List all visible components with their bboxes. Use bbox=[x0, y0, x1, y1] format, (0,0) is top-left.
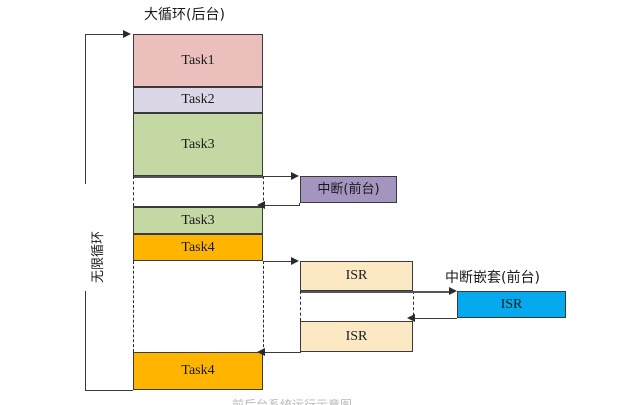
background-loop-title: 大循环(后台) bbox=[144, 7, 225, 23]
task-block-task4-first: Task4 bbox=[133, 234, 263, 261]
preempt-gap1-left-dash bbox=[133, 176, 134, 206]
nested-isr-block: ISR bbox=[457, 291, 566, 318]
nested-interrupt-title: 中断嵌套(前台) bbox=[445, 270, 540, 286]
isr-block-second: ISR bbox=[300, 321, 413, 352]
preempt-gap2-right-dash bbox=[263, 261, 264, 352]
preempt-gap1-right-dash bbox=[263, 176, 264, 206]
connector-from-isr2-arrowhead-icon bbox=[257, 347, 265, 356]
connector-to-nested-isr bbox=[413, 291, 451, 293]
isr-gap-right-dash bbox=[413, 291, 414, 321]
connector-from-isr2 bbox=[265, 352, 301, 353]
isr-block-first: ISR bbox=[300, 261, 413, 291]
interrupt-block: 中断(前台) bbox=[300, 176, 397, 203]
loop-bracket-left-upper bbox=[85, 34, 86, 184]
preempt-gap1-top-rule bbox=[133, 176, 263, 178]
task-block-task1: Task1 bbox=[133, 34, 263, 87]
connector-to-nested-isr-arrowhead-icon bbox=[449, 286, 457, 295]
connector-from-interrupt-arrowhead-icon bbox=[257, 200, 265, 209]
isr-gap-left-dash bbox=[300, 291, 301, 321]
connector-from-nested-isr bbox=[415, 318, 457, 319]
bottom-caption: 前后台系统运行示意图 bbox=[232, 399, 352, 405]
loop-bracket-top bbox=[85, 34, 126, 35]
connector-to-interrupt bbox=[263, 176, 292, 177]
connector-from-nested-isr-arrowhead-icon bbox=[407, 313, 415, 322]
loop-bracket-left-lower bbox=[85, 291, 86, 391]
task-block-task3-second: Task3 bbox=[133, 207, 263, 234]
task-block-task3-first: Task3 bbox=[133, 113, 263, 176]
connector-from-interrupt bbox=[265, 205, 300, 206]
task-block-task4-second: Task4 bbox=[133, 352, 263, 390]
connector-to-interrupt-arrowhead-icon bbox=[291, 171, 299, 180]
preempt-gap2-left-dash bbox=[133, 261, 134, 352]
infinite-loop-label: 无限循环 bbox=[91, 230, 106, 283]
connector-from-interrupt-stub bbox=[299, 203, 300, 206]
task-block-task2: Task2 bbox=[133, 87, 263, 113]
connector-to-isr1 bbox=[263, 261, 292, 262]
loop-bracket-arrowhead-icon bbox=[123, 29, 131, 38]
isr-gap-top-rule bbox=[300, 291, 413, 293]
connector-to-isr1-arrowhead-icon bbox=[291, 256, 299, 265]
preempt-gap1-bottom-rule bbox=[133, 206, 263, 207]
loop-bracket-bottom bbox=[85, 390, 133, 391]
